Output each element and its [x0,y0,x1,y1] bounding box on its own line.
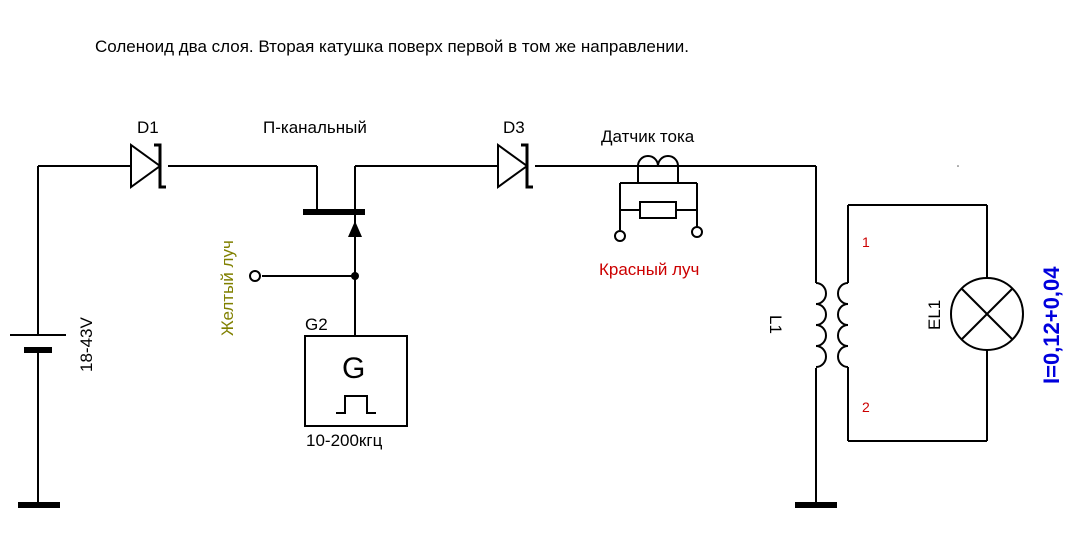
diode-d3 [497,143,533,189]
battery [10,334,66,353]
lamp-el1 [950,277,1024,351]
mosfet-label: П-канальный [263,118,367,137]
junction-dot [351,272,359,280]
current-sensor-label: Датчик тока [601,127,695,146]
d3-label: D3 [503,118,525,137]
wires [37,165,817,505]
current-reading: I=0,12+0,04 [1039,266,1064,384]
current-sensor [614,155,703,242]
generator-g2 [304,335,408,427]
secondary-loop [837,204,988,442]
yellow-ray-terminal [249,270,261,282]
battery-voltage-label: 18-43V [77,317,96,372]
diode-d1 [130,143,166,189]
stray-dot [957,165,959,167]
red-ray-label: Красный луч [599,260,699,279]
generator-symbol: G [342,352,365,385]
lamp-label: EL1 [925,300,944,330]
coil-l1-primary [815,282,827,368]
pulse-icon [336,395,376,414]
generator-label: G2 [305,315,328,334]
yellow-ray-label: Желтый луч [218,240,237,336]
pin-2-label: 2 [862,399,870,415]
p-channel-mosfet [303,209,365,237]
coil-label: L1 [766,315,785,334]
diagram-title: Соленоид два слоя. Вторая катушка поверх… [95,37,689,56]
pin-1-label: 1 [862,234,870,250]
frequency-label: 10-200кгц [306,431,383,450]
d1-label: D1 [137,118,159,137]
